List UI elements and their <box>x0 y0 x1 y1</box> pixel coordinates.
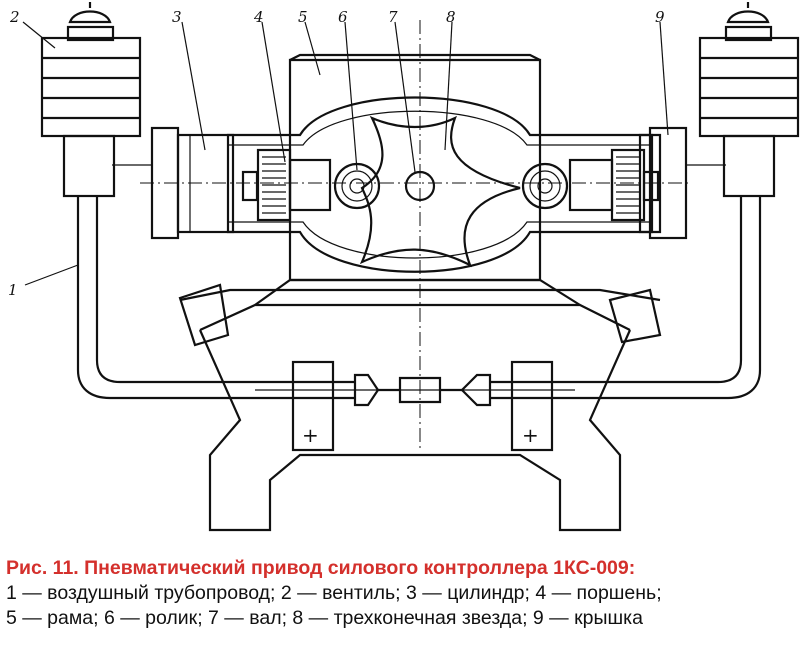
callout-4: 4 <box>253 8 264 26</box>
figure-caption: Рис. 11. Пневматический привод силового … <box>6 556 796 631</box>
valve-left <box>40 2 152 198</box>
callout-3: 3 <box>172 8 182 26</box>
callout-2: 2 <box>9 8 20 26</box>
plus-sign-right: + <box>522 423 539 447</box>
caption-line-1: 1 — воздушный трубопровод; 2 — вентиль; … <box>6 582 662 604</box>
leader-lines <box>22 21 669 286</box>
callout-7: 7 <box>388 8 398 26</box>
air-pipeline <box>76 196 762 407</box>
piston-left <box>241 148 332 222</box>
roller-right <box>521 162 569 210</box>
pneumatic-drive-diagram: + + 1 2 3 4 5 6 7 8 9 <box>8 2 800 532</box>
casing <box>226 96 662 273</box>
callout-1: 1 <box>8 281 18 299</box>
mount-right <box>510 288 662 452</box>
callout-5: 5 <box>298 8 308 26</box>
caption-line-2: 5 — рама; 6 — ролик; 7 — вал; 8 — трехко… <box>6 607 643 629</box>
callout-8: 8 <box>446 8 456 26</box>
piston-right <box>568 148 660 222</box>
callout-9: 9 <box>655 8 665 26</box>
valve-right <box>686 2 800 198</box>
three-point-star <box>359 115 521 268</box>
plus-sign-left: + <box>302 423 319 447</box>
caption-title: Рис. 11. Пневматический привод силового … <box>6 557 636 579</box>
mount-left <box>178 283 335 452</box>
callout-6: 6 <box>338 8 348 26</box>
roller-left <box>333 162 381 210</box>
